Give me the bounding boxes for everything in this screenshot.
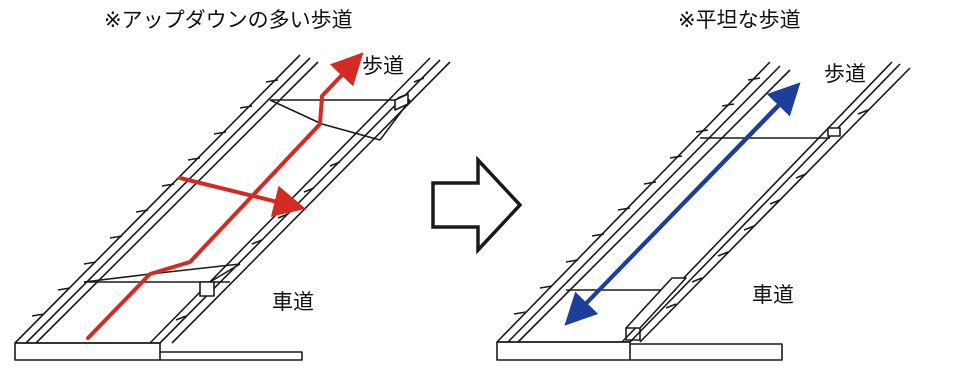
right-outer-edge-hatch [513, 77, 761, 315]
right-arrow-icon [431, 155, 523, 255]
left-walking-route [86, 52, 364, 340]
label-roadway-left: 車道 [272, 290, 314, 314]
right-walking-route [564, 82, 801, 326]
right-sidewalk-drawing [496, 61, 911, 361]
title-flat-sidewalk: ※平坦な歩道 [678, 8, 801, 32]
left-outer-edge-hatch [31, 79, 279, 317]
label-sidewalk-left: 歩道 [362, 54, 404, 78]
left-sidewalk-drawing [14, 54, 451, 361]
label-sidewalk-right: 歩道 [824, 62, 866, 86]
right-curb-hatch [665, 109, 869, 309]
label-roadway-right: 車道 [752, 283, 794, 307]
title-uneven-sidewalk: ※アップダウンの多い歩道 [104, 8, 353, 32]
